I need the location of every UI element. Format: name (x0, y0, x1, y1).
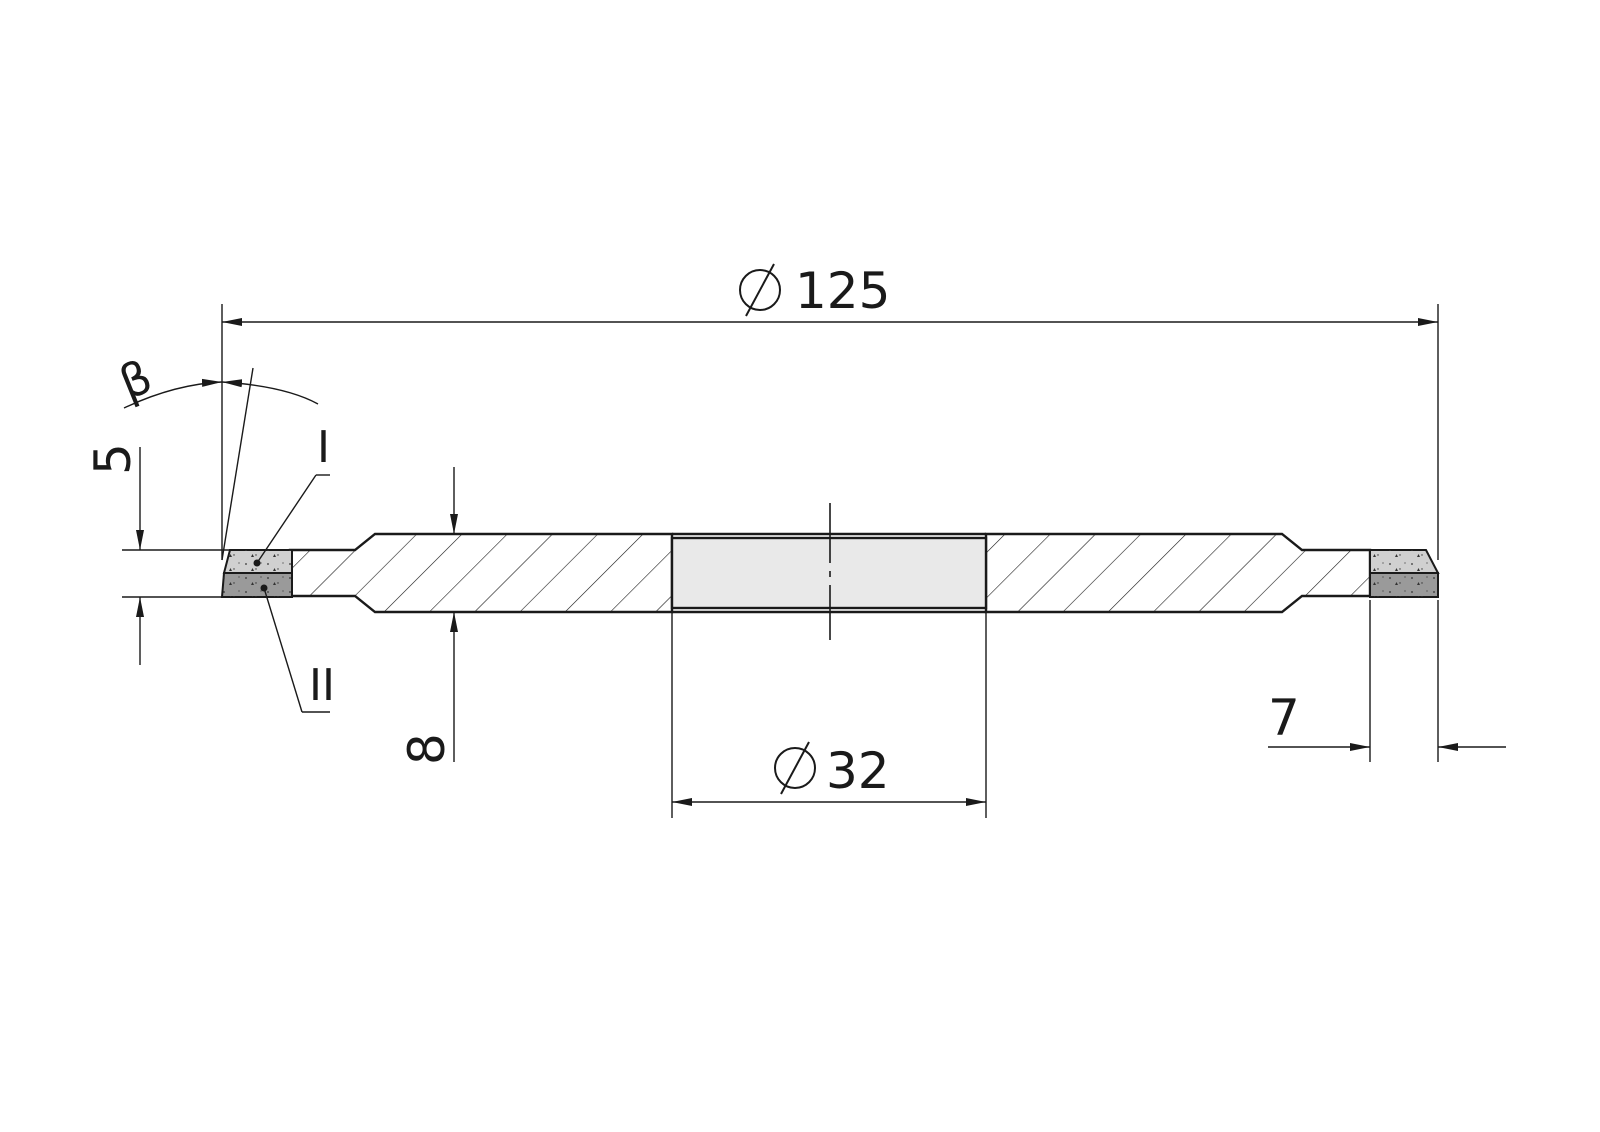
diameter-symbol-icon (774, 741, 816, 795)
rim-width-value: 7 (1268, 689, 1300, 747)
hub-thickness-dimension: 8 (398, 467, 458, 765)
rim-width-dimension: 7 (1268, 600, 1506, 762)
layer-two-label: II (309, 660, 335, 711)
rim-height-dimension: 5 (84, 443, 230, 665)
outer-diameter-dimension: 125 (221, 262, 1439, 560)
hub-thickness-value: 8 (398, 733, 456, 765)
layer-one-label: I (317, 422, 330, 473)
layer-one-callout: I (256, 422, 330, 564)
left-abrasive-rim (220, 549, 293, 598)
layer-two-callout: II (263, 587, 335, 713)
angle-label: β (112, 349, 159, 410)
bore-diameter-value: 32 (826, 742, 890, 800)
diameter-symbol-icon (739, 263, 781, 317)
right-abrasive-rim (1369, 549, 1440, 598)
bore-diameter-dimension: 32 (671, 612, 987, 818)
bore-section (670, 536, 988, 610)
wheel-body (288, 532, 1372, 614)
angle-dimension: β (112, 349, 319, 561)
rim-height-value: 5 (84, 443, 142, 475)
outer-diameter-value: 125 (795, 262, 890, 320)
